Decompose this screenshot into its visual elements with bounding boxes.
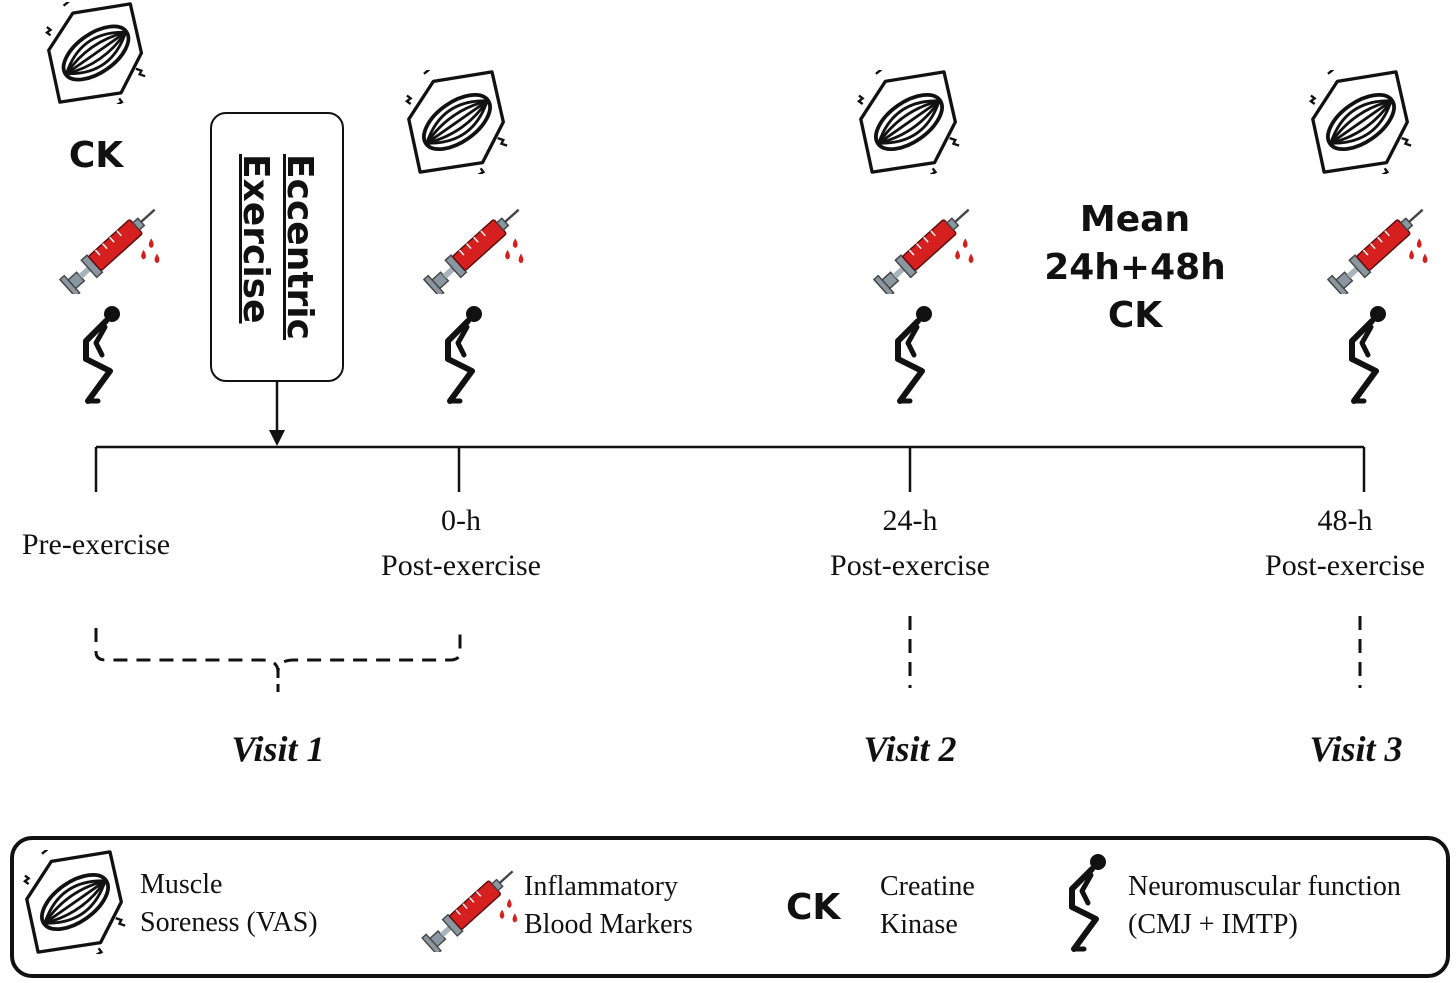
- jumper-icon: [72, 304, 132, 406]
- tick-label-24h-time: 24-h: [882, 504, 938, 537]
- mean-ck-line1: Mean: [1079, 199, 1191, 240]
- legend-soreness-text: Muscle Soreness (VAS): [140, 866, 318, 942]
- tick-label-24h-desc: Post-exercise: [830, 549, 990, 582]
- mean-ck-line2: 24h+48h: [1044, 247, 1226, 288]
- legend-ck-abbr: CK: [786, 887, 841, 928]
- legend-ck-text: Creatine Kinase: [880, 868, 975, 944]
- legend-box: [10, 836, 1450, 978]
- syringe-icon: [1318, 198, 1436, 294]
- visit-3-label: Visit 3: [1309, 729, 1403, 769]
- legend-neuro-text: Neuromuscular function (CMJ + IMTP): [1128, 868, 1401, 944]
- syringe-icon: [414, 860, 524, 952]
- visit-2-label: Visit 2: [863, 729, 957, 769]
- eccentric-label-line1: Eccentric: [279, 154, 320, 340]
- legend-soreness-line2: Soreness (VAS): [140, 907, 318, 938]
- syringe-icon: [50, 198, 168, 294]
- legend-blood-line2: Blood Markers: [524, 909, 693, 940]
- eccentric-exercise-box: Eccentric Exercise: [210, 112, 344, 382]
- muscle-icon: [22, 850, 128, 954]
- muscle-icon: [404, 70, 510, 174]
- tick-label-0h-time: 0-h: [441, 504, 481, 537]
- tick-label-pre: Pre-exercise: [21, 528, 171, 561]
- syringe-icon: [864, 198, 982, 294]
- jumper-icon: [884, 304, 944, 406]
- mean-ck-line3: CK: [1107, 295, 1163, 336]
- exercise-arrowhead: [269, 430, 285, 446]
- legend-neuro-line2: (CMJ + IMTP): [1128, 909, 1298, 940]
- tick-label-0h-desc: Post-exercise: [381, 549, 541, 582]
- legend-ck-line2: Kinase: [880, 909, 958, 940]
- tick-label-48h: 48-h Post-exercise: [1236, 498, 1454, 588]
- mean-ck-label: Mean 24h+48h CK: [1010, 196, 1260, 340]
- muscle-icon: [856, 70, 962, 174]
- tick-label-0h: 0-h Post-exercise: [349, 498, 573, 588]
- visit-1-label: Visit 1: [231, 729, 325, 769]
- legend-ck-line1: Creatine: [880, 871, 975, 902]
- legend-blood-text: Inflammatory Blood Markers: [524, 868, 693, 944]
- tick-label-24h: 24-h Post-exercise: [798, 498, 1022, 588]
- syringe-icon: [414, 198, 532, 294]
- jumper-icon: [434, 304, 494, 406]
- legend-neuro-line1: Neuromuscular function: [1128, 871, 1401, 902]
- visit1-brace: [94, 628, 462, 673]
- muscle-icon: [1308, 70, 1414, 174]
- eccentric-exercise-label: Eccentric Exercise: [233, 154, 321, 340]
- tick-label-48h-desc: Post-exercise: [1265, 549, 1425, 582]
- ck-pre-label: CK: [68, 135, 124, 176]
- tick-label-48h-time: 48-h: [1317, 504, 1373, 537]
- eccentric-label-line2: Exercise: [235, 154, 276, 324]
- legend-soreness-line1: Muscle: [140, 869, 223, 900]
- legend-blood-line1: Inflammatory: [524, 871, 678, 902]
- jumper-icon: [1058, 852, 1118, 954]
- jumper-icon: [1338, 304, 1398, 406]
- muscle-icon: [44, 2, 148, 104]
